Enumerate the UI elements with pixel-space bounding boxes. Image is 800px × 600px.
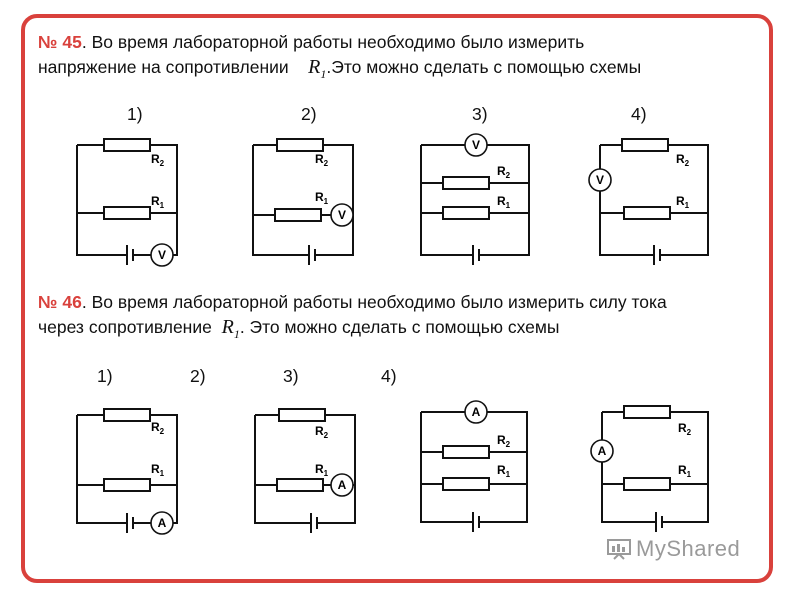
problem46-text1: . Во время лабораторной работы необходим… (81, 292, 667, 312)
problem45-option-4[interactable]: 4) (631, 104, 647, 124)
svg-text:R1: R1 (497, 194, 511, 210)
svg-text:R2: R2 (676, 152, 690, 168)
svg-text:V: V (596, 173, 604, 187)
problem46-text2: через сопротивление (38, 317, 212, 337)
presentation-board-icon (607, 539, 631, 560)
circuit-45-4[interactable]: V R2 R1 (588, 138, 709, 265)
problem46-line2: через сопротивление R1. Это можно сделат… (38, 316, 559, 342)
circuit-45-1[interactable]: V R2 R1 (76, 138, 178, 267)
ammeter-label: A (158, 516, 167, 530)
voltmeter-label: V (158, 248, 166, 262)
svg-text:R1: R1 (315, 462, 329, 478)
svg-text:R1: R1 (497, 463, 511, 479)
problem45-number: № 45 (38, 32, 82, 52)
svg-text:R2: R2 (497, 164, 511, 180)
svg-text:R1: R1 (151, 194, 165, 210)
problem45-text2: напряжение на сопротивлении (38, 57, 289, 77)
circuit-46-4[interactable]: A R2 R1 (590, 405, 709, 532)
svg-text:R1: R1 (678, 463, 692, 479)
svg-text:A: A (598, 444, 607, 458)
problem46-option-1[interactable]: 1) (97, 366, 113, 386)
problem45-option-1[interactable]: 1) (127, 104, 143, 124)
circuit-46-3[interactable]: A R2 R1 (420, 400, 528, 532)
problem45-line2: напряжение на сопротивлении R1.Это можно… (38, 56, 641, 82)
problem46-option-3[interactable]: 3) (283, 366, 299, 386)
svg-text:R1: R1 (151, 462, 165, 478)
problem46-number: № 46 (38, 292, 82, 312)
watermark: MyShared (606, 536, 740, 562)
problem46-option-2[interactable]: 2) (190, 366, 206, 386)
problem45-line1: № 45. Во время лабораторной работы необх… (38, 32, 584, 53)
svg-text:A: A (472, 405, 481, 419)
problem46-line1: № 46. Во время лабораторной работы необх… (38, 292, 667, 313)
circuit-46-1[interactable]: A R2 R1 (76, 408, 178, 535)
problem45-text3: .Это можно сделать с помощью схемы (326, 57, 642, 77)
svg-text:R1: R1 (676, 194, 690, 210)
svg-text:R2: R2 (678, 421, 692, 437)
problem46-text3: . Это можно сделать с помощью схемы (239, 317, 560, 337)
svg-text:R2: R2 (497, 433, 511, 449)
problem45-option-2[interactable]: 2) (301, 104, 317, 124)
circuit-46-2[interactable]: A R2 R1 (254, 408, 356, 533)
svg-text:R2: R2 (151, 152, 165, 168)
svg-text:V: V (338, 208, 346, 222)
problem46-option-4[interactable]: 4) (381, 366, 397, 386)
circuit-45-2[interactable]: V R2 R1 (252, 138, 354, 265)
problem45-text1: . Во время лабораторной работы необходим… (81, 32, 585, 52)
svg-text:A: A (338, 478, 347, 492)
svg-text:R2: R2 (315, 424, 329, 440)
svg-text:R1: R1 (315, 190, 329, 206)
svg-text:V: V (472, 138, 480, 152)
svg-text:R2: R2 (151, 420, 165, 436)
problem46-resistor: R1 (221, 316, 240, 341)
svg-text:R2: R2 (315, 152, 329, 168)
problem45-option-3[interactable]: 3) (472, 104, 488, 124)
watermark-text: MyShared (636, 536, 741, 561)
circuit-45-3[interactable]: V R2 R1 (420, 133, 530, 265)
problem45-resistor: R1 (308, 56, 327, 81)
